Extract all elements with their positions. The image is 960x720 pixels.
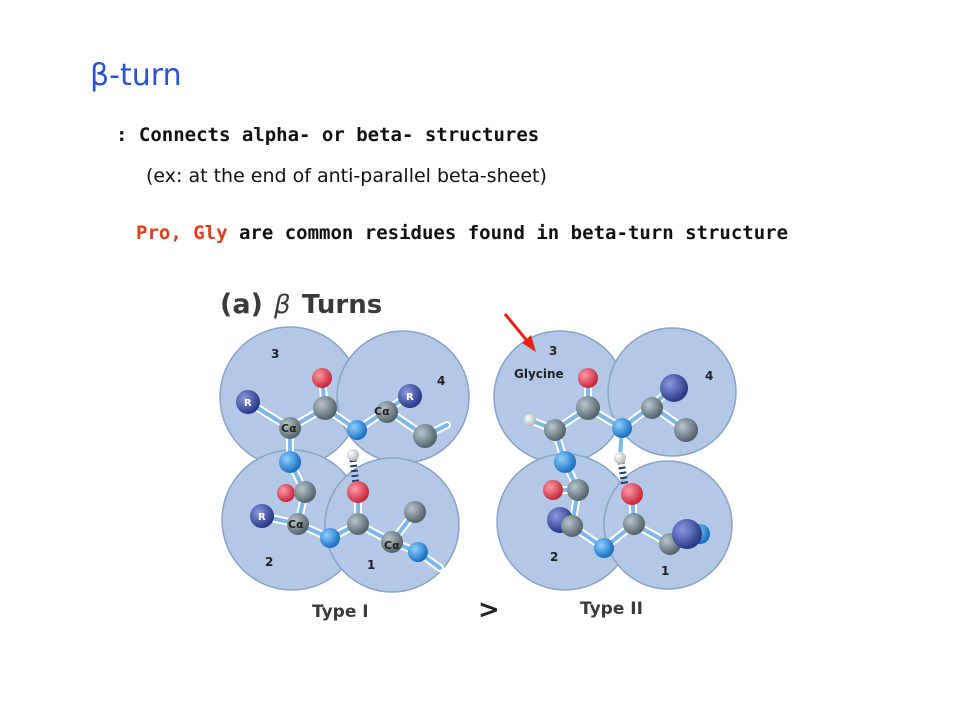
ca-label: Cα bbox=[281, 422, 297, 435]
ca-label: Cα bbox=[384, 539, 400, 552]
carbon-atom bbox=[313, 396, 337, 420]
carbon-atom bbox=[623, 513, 645, 535]
hydrogen-bond bbox=[349, 459, 360, 485]
r-group-atom bbox=[398, 384, 422, 408]
carbon-atom bbox=[413, 424, 437, 448]
glycine-label: Glycine bbox=[514, 367, 564, 381]
r-label: R bbox=[258, 512, 266, 523]
carbon-atom bbox=[576, 396, 600, 420]
carbon-alpha-atom bbox=[381, 531, 403, 553]
residue-number-3: 3 bbox=[271, 347, 279, 361]
hydrogen-bond bbox=[617, 461, 629, 487]
carbon-alpha-atom bbox=[376, 401, 398, 423]
ca-label: Cα bbox=[288, 518, 304, 531]
hydrogen-atom bbox=[614, 452, 626, 464]
carbon-alpha-atom bbox=[544, 419, 566, 441]
residue-number-2: 2 bbox=[265, 555, 273, 569]
oxygen-atom bbox=[543, 480, 563, 500]
residue-number-1: 1 bbox=[367, 558, 375, 572]
type-1-label: Type I bbox=[312, 602, 369, 622]
residues-rest: are common residues found in beta-turn s… bbox=[227, 222, 789, 244]
slide-title: β-turn bbox=[90, 58, 182, 93]
nitrogen-atom bbox=[612, 418, 632, 438]
residues-text: Pro, Gly are common residues found in be… bbox=[136, 222, 788, 244]
carbon-alpha-atom bbox=[287, 513, 309, 535]
glycine-arrow bbox=[503, 313, 530, 343]
carbon-atom bbox=[674, 418, 698, 442]
oxygen-atom bbox=[277, 484, 295, 502]
hydrogen-atom bbox=[347, 449, 359, 461]
r-group-atom bbox=[660, 374, 688, 402]
carbon-alpha-atom bbox=[279, 417, 301, 439]
oxygen-atom bbox=[347, 481, 369, 503]
carbon-atom bbox=[294, 481, 316, 503]
comparison-symbol: > bbox=[478, 595, 500, 625]
hydrogen-atom bbox=[524, 414, 536, 426]
carbon-alpha-atom bbox=[641, 397, 663, 419]
residue-number-1: 1 bbox=[661, 564, 669, 578]
panel-label: (a) bbox=[220, 289, 263, 320]
connects-text: : Connects alpha- or beta- structures bbox=[116, 124, 540, 146]
example-text: (ex: at the end of anti-parallel beta-sh… bbox=[146, 165, 547, 187]
r-group-atom bbox=[236, 390, 260, 414]
nitrogen-atom bbox=[554, 451, 576, 473]
beta-turn-figure: (a) β Turns bbox=[219, 289, 737, 625]
carbon-atom bbox=[404, 501, 426, 523]
residue-number-3: 3 bbox=[549, 344, 557, 358]
carbon-atom bbox=[347, 513, 369, 535]
oxygen-atom bbox=[312, 368, 332, 388]
residue-number-2: 2 bbox=[550, 550, 558, 564]
ca-label: Cα bbox=[374, 405, 390, 418]
residues-highlight: Pro, Gly bbox=[136, 222, 228, 244]
nitrogen-atom bbox=[279, 451, 301, 473]
panel-greek: β bbox=[273, 290, 291, 320]
r-label: R bbox=[244, 398, 252, 409]
oxygen-atom bbox=[578, 368, 598, 388]
title-text: -turn bbox=[109, 58, 182, 93]
type-2-structure: 3 Glycine 4 2 1 Type II bbox=[493, 313, 737, 619]
glycine-arrow-head bbox=[522, 335, 536, 352]
panel-title: Turns bbox=[302, 290, 382, 320]
residue-number-4: 4 bbox=[705, 369, 713, 383]
r-label: R bbox=[406, 392, 414, 403]
nitrogen-atom bbox=[347, 420, 367, 440]
residue-number-4: 4 bbox=[437, 374, 445, 388]
type-2-label: Type II bbox=[580, 599, 643, 619]
nitrogen-atom bbox=[408, 542, 428, 562]
residue-sphere-1 bbox=[324, 457, 460, 593]
r-group-atom bbox=[672, 519, 702, 549]
r-group-atom bbox=[250, 504, 274, 528]
oxygen-atom bbox=[621, 483, 643, 505]
title-greek: β bbox=[90, 58, 110, 93]
nitrogen-atom bbox=[320, 528, 340, 548]
nitrogen-atom bbox=[594, 538, 614, 558]
carbon-atom bbox=[567, 479, 589, 501]
type-1-structure: 3 4 2 1 R R R Cα Cα Cα Cα Type I bbox=[219, 326, 470, 622]
carbon-alpha-atom bbox=[561, 515, 583, 537]
